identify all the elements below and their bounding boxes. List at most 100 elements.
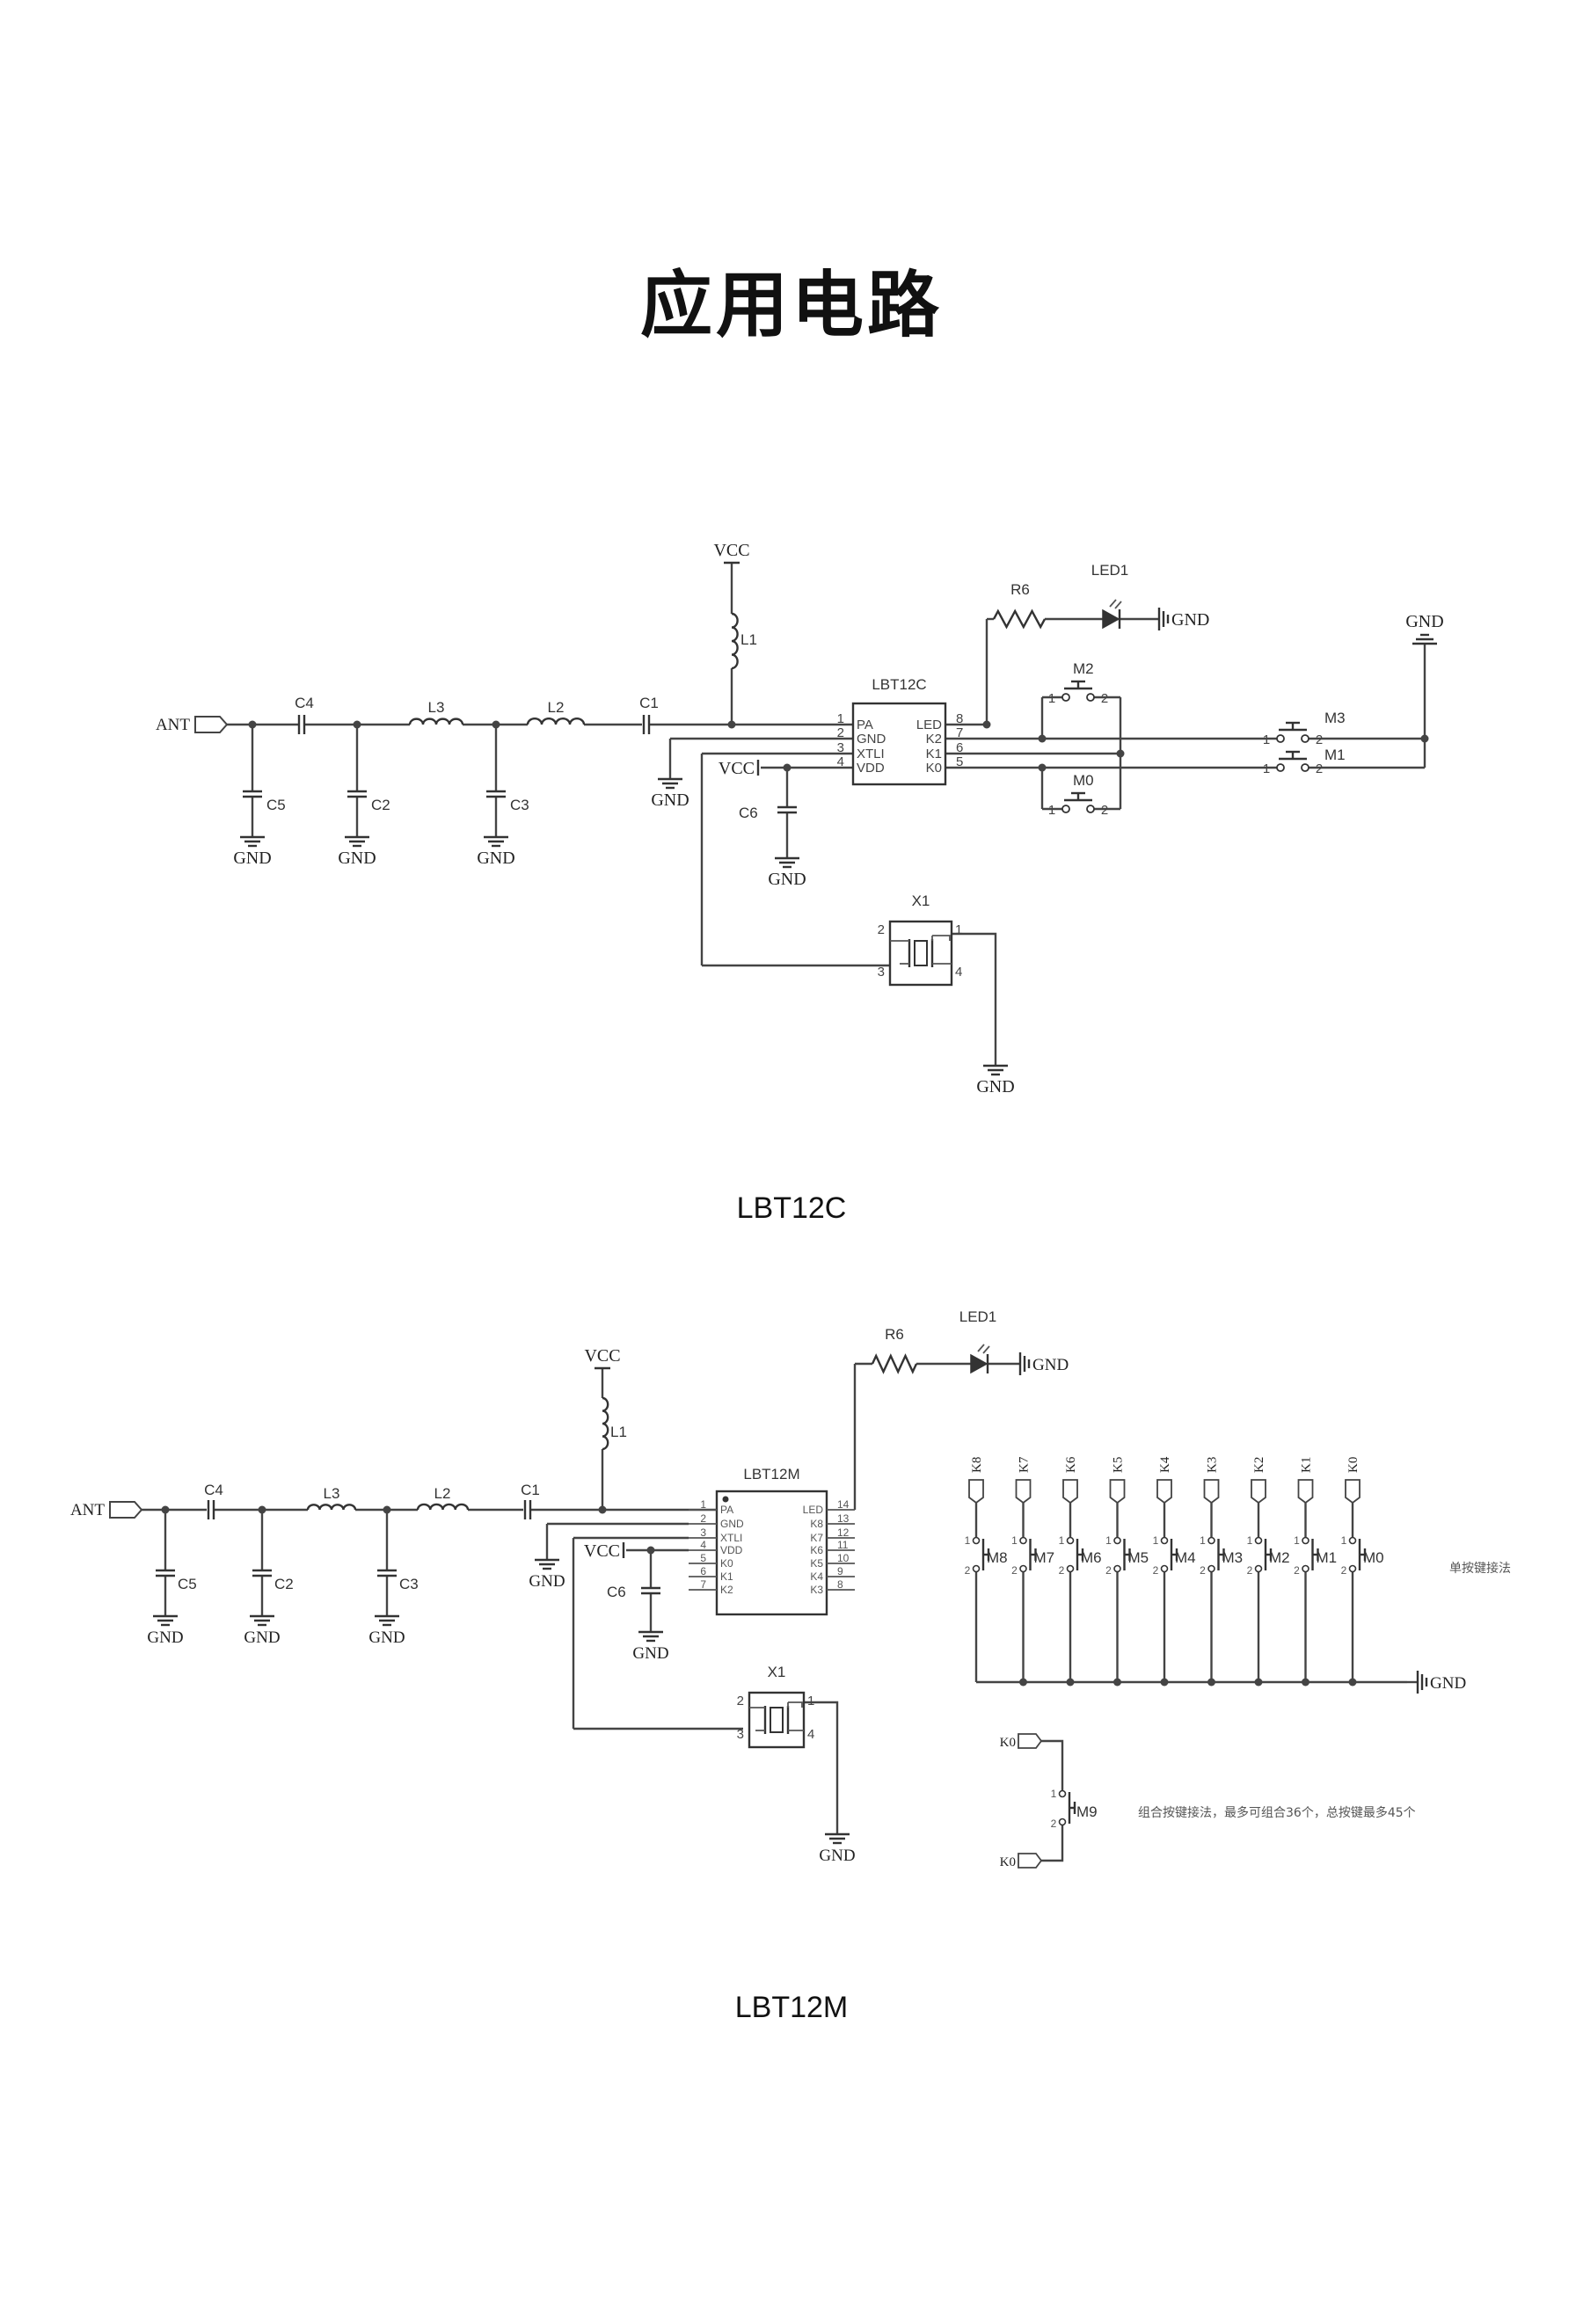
- key-port-label: K4: [1158, 1456, 1172, 1473]
- gnd-symbol: GND: [529, 1558, 565, 1591]
- key-column: [1254, 1503, 1263, 1687]
- switch-label: M3: [1222, 1549, 1244, 1566]
- chip-pin-number: 7: [956, 725, 963, 740]
- key-port: K8: [968, 1457, 984, 1504]
- caption-lbt12m: LBT12M: [734, 1991, 849, 2024]
- switch-pin: 2: [1247, 1564, 1253, 1577]
- junction-dot: [1207, 1678, 1215, 1687]
- crystal-pin: 1: [807, 1694, 814, 1708]
- chip-pin-name: PA: [857, 718, 873, 732]
- key-port-label: K3: [1206, 1457, 1220, 1473]
- key-port-label: K0: [1346, 1457, 1361, 1473]
- capacitor-label: C3: [510, 797, 529, 813]
- capacitor: C6: [739, 805, 797, 821]
- switch-pin: 2: [1101, 691, 1108, 706]
- key-port: K7: [1015, 1456, 1032, 1504]
- chip-pin-number: 3: [837, 740, 844, 755]
- key-port-label: K1: [1300, 1457, 1314, 1473]
- note-combo-key: 组合按键接法，最多可组合36个，总按键最多45个: [1138, 1805, 1416, 1820]
- gnd-label: GND: [1405, 612, 1443, 631]
- chip-pin-name: XTLI: [857, 747, 885, 761]
- switch-label: M6: [1081, 1549, 1102, 1566]
- chip-pin-name: K3: [810, 1584, 823, 1596]
- switch-pin: 2: [1101, 803, 1108, 818]
- switch-label: M2: [1073, 660, 1094, 677]
- inductor: L3: [306, 1485, 357, 1511]
- gnd-symbol: GND: [976, 1064, 1015, 1096]
- vcc-label: VCC: [713, 541, 749, 560]
- vcc-symbol: VCC: [584, 1346, 621, 1370]
- capacitor: C1: [521, 1482, 540, 1519]
- gnd-label: GND: [1032, 1356, 1069, 1374]
- key-port: K3: [1203, 1457, 1220, 1504]
- junction-dot: [1348, 1678, 1357, 1687]
- switch-label: M0: [1363, 1549, 1384, 1566]
- capacitor-label: C2: [274, 1576, 294, 1592]
- switch-pin: 1: [1247, 1534, 1253, 1547]
- key-column: [1066, 1503, 1075, 1687]
- capacitor: C5: [156, 1569, 197, 1592]
- capacitor: C3: [486, 790, 529, 813]
- key-port-label: K2: [1252, 1457, 1266, 1473]
- chip-pin-number: 9: [837, 1565, 843, 1577]
- chip-pin-number: 2: [700, 1512, 706, 1525]
- inductor-label: L1: [740, 631, 757, 648]
- vcc-symbol: VCC: [713, 541, 750, 565]
- chip-pin-number: 8: [956, 711, 963, 726]
- gnd-label: GND: [1171, 610, 1209, 630]
- key-port: K0: [1000, 1733, 1043, 1750]
- switch-pin: 2: [1153, 1564, 1159, 1577]
- switch-label: M8: [987, 1549, 1008, 1566]
- led: LED1: [1091, 562, 1129, 630]
- chip-name: LBT12M: [743, 1466, 799, 1483]
- junction-dot: [1113, 1678, 1121, 1687]
- chip-pin-name: VDD: [857, 761, 885, 776]
- gnd-label: GND: [368, 1628, 405, 1647]
- switch-label: M2: [1269, 1549, 1290, 1566]
- chip-pin-number: 8: [837, 1578, 843, 1591]
- chip-pin-number: 5: [700, 1552, 706, 1564]
- switch-pin: 1: [1048, 803, 1055, 818]
- push-switch: 1 2 M2: [1048, 660, 1108, 706]
- gnd-symbol: GND: [233, 835, 272, 868]
- switch-label: M4: [1175, 1549, 1196, 1566]
- antenna-label: ANT: [156, 716, 190, 734]
- antenna-port: ANT: [70, 1501, 143, 1519]
- switch-label: M5: [1128, 1549, 1149, 1566]
- gnd-symbol: GND: [632, 1630, 669, 1663]
- switch-pin: 1: [1263, 732, 1270, 747]
- resistor: R6: [871, 1326, 918, 1374]
- capacitor-label: C4: [204, 1482, 223, 1498]
- inductor-label: L1: [610, 1424, 627, 1440]
- chip-pin-name: K0: [720, 1557, 733, 1570]
- inductor-label: L2: [434, 1485, 451, 1502]
- inductor: L1: [602, 1396, 627, 1451]
- chip-pin-number: 5: [956, 754, 963, 769]
- key-port: K2: [1251, 1457, 1266, 1504]
- antenna-label: ANT: [70, 1501, 105, 1519]
- key-port: K0: [1000, 1853, 1043, 1869]
- led-label: LED1: [1091, 562, 1129, 579]
- key-port: K4: [1156, 1456, 1172, 1504]
- chip-pin-name: K1: [720, 1570, 733, 1583]
- crystal-pin: 1: [955, 922, 962, 937]
- switch-label: M1: [1317, 1549, 1338, 1566]
- key-port-label: K6: [1064, 1456, 1078, 1473]
- chip-pin-name: LED: [916, 718, 942, 732]
- switch-label: M3: [1324, 710, 1346, 726]
- switch-pin: 1: [1200, 1534, 1206, 1547]
- switch-pin: 1: [1048, 691, 1055, 706]
- chip-pin-name: K5: [810, 1557, 823, 1570]
- key-port: K5: [1109, 1457, 1126, 1504]
- switch-pin: 1: [1341, 1534, 1347, 1547]
- gnd-label: GND: [632, 1644, 668, 1663]
- chip-pin-name: K7: [810, 1532, 823, 1544]
- page-title: 应用电路: [639, 264, 943, 347]
- capacitor: C2: [252, 1569, 294, 1592]
- gnd-symbol: GND: [1157, 608, 1209, 630]
- gnd-symbol: GND: [244, 1614, 281, 1647]
